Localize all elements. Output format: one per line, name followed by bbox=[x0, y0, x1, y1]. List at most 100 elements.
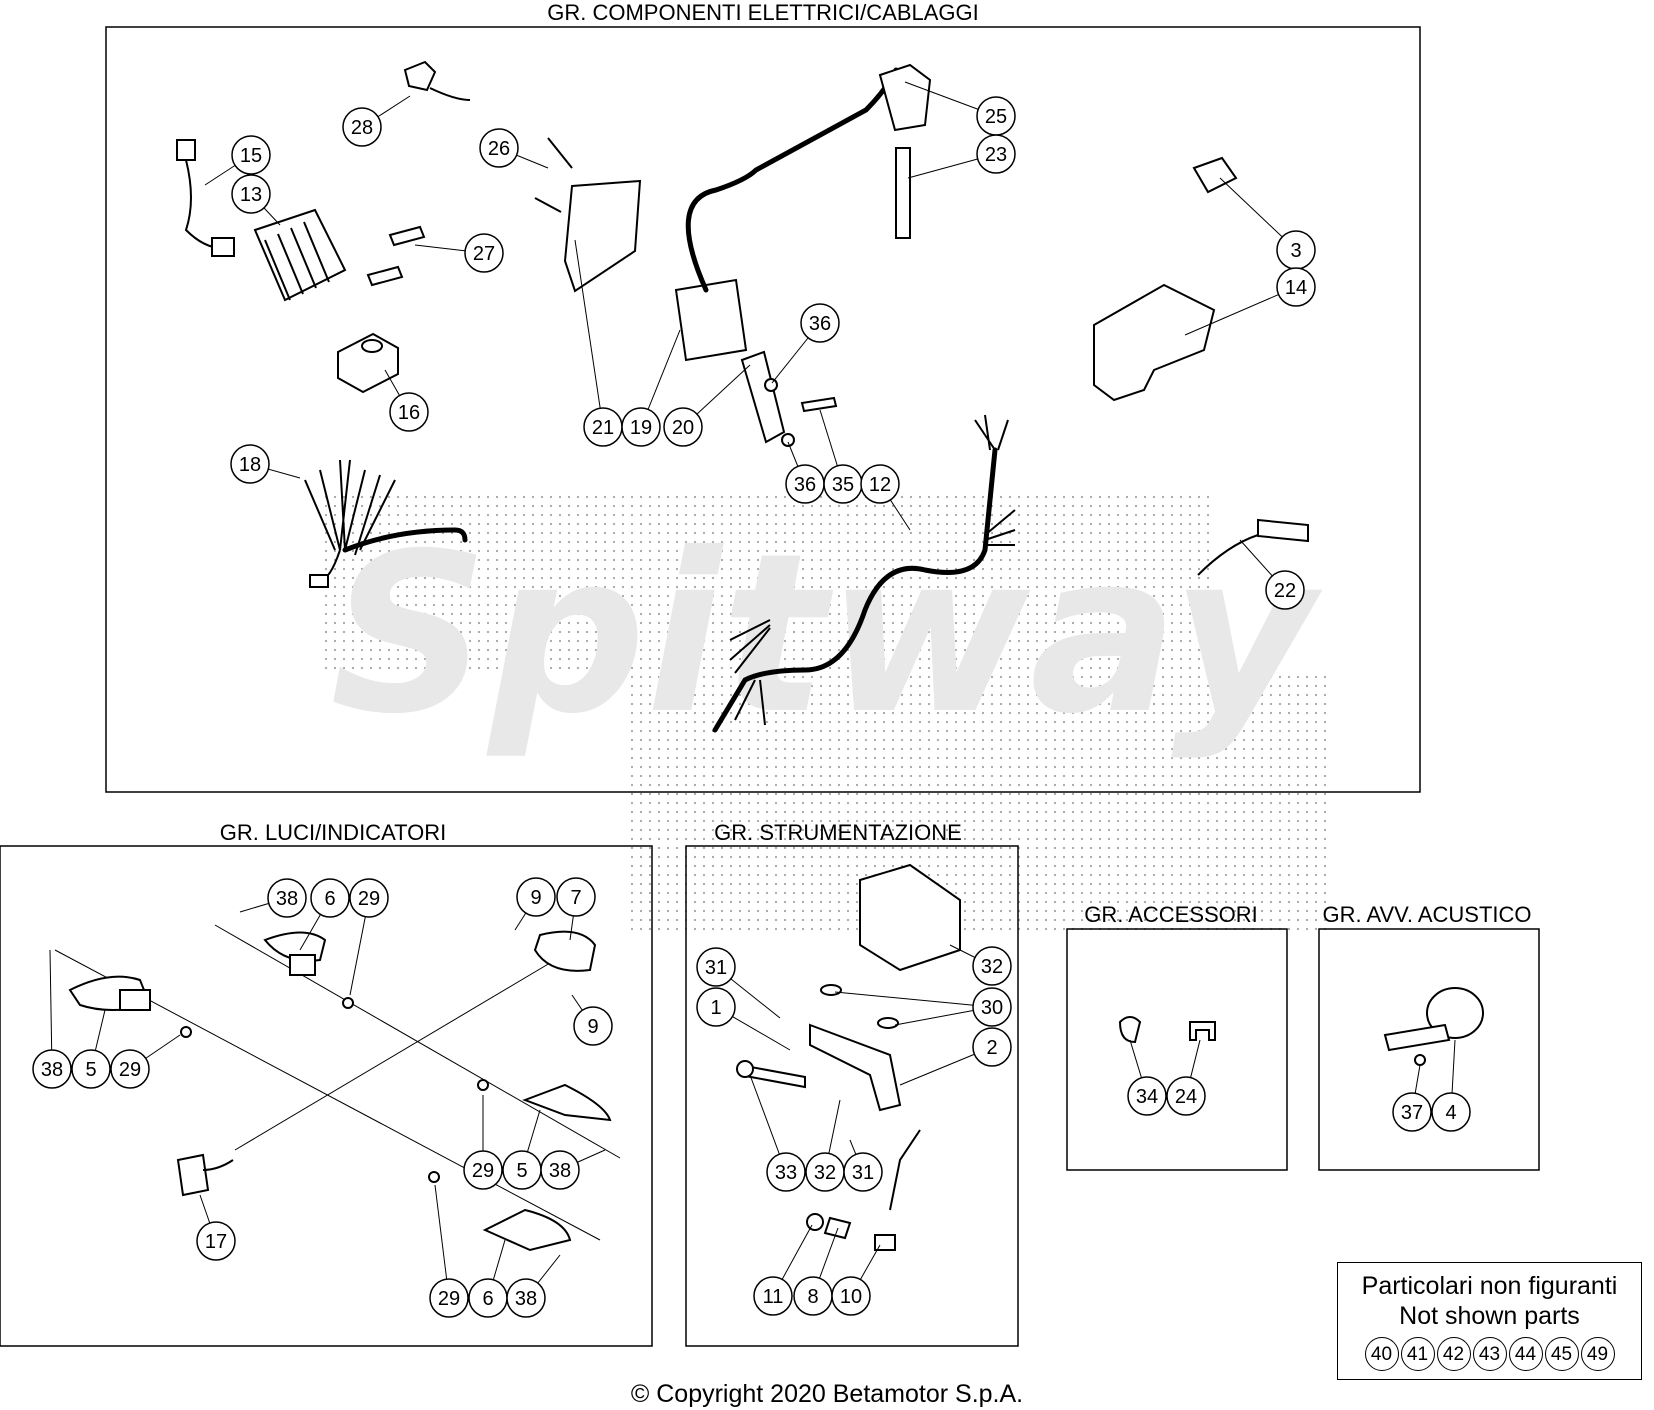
callout-circle bbox=[663, 407, 703, 447]
callout-circle bbox=[230, 444, 270, 484]
callout-number: 32 bbox=[981, 956, 1003, 978]
callout-number: 9 bbox=[587, 1016, 598, 1038]
callout-number: 7 bbox=[570, 887, 581, 909]
callout-circle bbox=[1127, 1076, 1167, 1116]
lights-group-box bbox=[0, 845, 653, 1347]
callout-circle bbox=[196, 1221, 236, 1261]
not-shown-number: 45 bbox=[1544, 1337, 1579, 1371]
callout-number: 18 bbox=[239, 454, 261, 476]
callout-circle bbox=[110, 1049, 150, 1089]
callout-number: 1 bbox=[710, 997, 721, 1019]
callout-circle bbox=[1431, 1092, 1471, 1132]
callout-number: 36 bbox=[794, 474, 816, 496]
not-shown-number: 49 bbox=[1580, 1337, 1615, 1371]
callout-circle bbox=[972, 987, 1012, 1027]
callout-circle bbox=[32, 1049, 72, 1089]
callout-number: 21 bbox=[592, 417, 614, 439]
callout-circle bbox=[231, 135, 271, 175]
copyright-text: © Copyright 2020 Betamotor S.p.A. bbox=[630, 1380, 1024, 1408]
callout-number: 12 bbox=[869, 474, 891, 496]
callout-number: 13 bbox=[240, 184, 262, 206]
lights-group-title: GR. LUCI/INDICATORI bbox=[220, 820, 447, 845]
callout-number: 4 bbox=[1445, 1102, 1456, 1124]
callout-number: 31 bbox=[705, 957, 727, 979]
callout-number: 11 bbox=[763, 1286, 784, 1308]
callout-circle bbox=[342, 107, 382, 147]
electrical-group-box bbox=[105, 26, 1421, 793]
callout-number: 17 bbox=[205, 1231, 227, 1253]
callout-number: 2 bbox=[986, 1037, 997, 1059]
callout-number: 22 bbox=[1274, 580, 1296, 602]
callout-number: 29 bbox=[472, 1160, 494, 1182]
callout-circle bbox=[766, 1152, 806, 1192]
not-shown-number: 42 bbox=[1436, 1337, 1471, 1371]
watermark: Spitway bbox=[320, 495, 1330, 930]
callout-circle bbox=[429, 1278, 469, 1318]
callout-circle bbox=[696, 987, 736, 1027]
callout-number: 29 bbox=[119, 1059, 141, 1081]
callout-circle bbox=[621, 407, 661, 447]
callout-number: 5 bbox=[85, 1059, 96, 1081]
accessories-group-title: GR. ACCESSORI bbox=[1084, 902, 1258, 927]
callout-number: 35 bbox=[832, 474, 854, 496]
callout-leader bbox=[574, 239, 604, 428]
callout-circle bbox=[1276, 267, 1316, 307]
callout-circle bbox=[972, 946, 1012, 986]
not-shown-title-en: Not shown parts bbox=[1399, 1302, 1580, 1330]
callout-number: 3 bbox=[1290, 240, 1301, 262]
callout-circle bbox=[71, 1049, 111, 1089]
accessories-group-box bbox=[1066, 928, 1288, 1171]
callout-number: 20 bbox=[672, 417, 694, 439]
callout-number: 10 bbox=[840, 1286, 862, 1308]
callout-circle bbox=[463, 1150, 503, 1190]
accessories-parts-drawing bbox=[1118, 1016, 1216, 1044]
horn-group-title: GR. AVV. ACUSTICO bbox=[1322, 902, 1531, 927]
callout-leader bbox=[49, 949, 53, 1070]
callout-number: 29 bbox=[438, 1288, 460, 1310]
callout-circle bbox=[540, 1150, 580, 1190]
callout-number: 9 bbox=[530, 887, 541, 909]
callout-number: 23 bbox=[985, 144, 1007, 166]
callout-number: 30 bbox=[981, 997, 1003, 1019]
callout-number: 37 bbox=[1401, 1102, 1423, 1124]
lights-parts-drawing bbox=[54, 924, 621, 1252]
callout-number: 32 bbox=[814, 1162, 836, 1184]
callout-number: 24 bbox=[1175, 1086, 1197, 1108]
callout-number: 6 bbox=[482, 1288, 493, 1310]
callout-circle bbox=[860, 464, 900, 504]
electrical-group-title: GR. COMPONENTI ELETTRICI/CABLAGGI bbox=[547, 0, 979, 25]
callout-number: 33 bbox=[775, 1162, 797, 1184]
callout-circle bbox=[310, 878, 350, 918]
callout-circle bbox=[976, 134, 1016, 174]
instruments-parts-drawing bbox=[736, 863, 961, 1251]
callout-number: 28 bbox=[351, 117, 373, 139]
horn-parts-drawing bbox=[1383, 987, 1484, 1066]
callout-number: 38 bbox=[276, 888, 298, 910]
callout-circle bbox=[1166, 1076, 1206, 1116]
not-shown-number: 43 bbox=[1472, 1337, 1507, 1371]
callout-number: 34 bbox=[1136, 1086, 1158, 1108]
callout-circle bbox=[753, 1276, 793, 1316]
not-shown-number: 44 bbox=[1508, 1337, 1543, 1371]
not-shown-title-it: Particolari non figuranti bbox=[1361, 1272, 1618, 1300]
callout-number: 38 bbox=[41, 1059, 63, 1081]
callout-number: 38 bbox=[549, 1160, 571, 1182]
callout-circle bbox=[972, 1027, 1012, 1067]
callout-circle bbox=[349, 878, 389, 918]
callout-leader bbox=[834, 991, 993, 1008]
watermark-text: Spitway bbox=[330, 506, 1323, 762]
callout-circle bbox=[831, 1276, 871, 1316]
callout-number: 29 bbox=[358, 888, 380, 910]
callout-number: 16 bbox=[398, 402, 420, 424]
not-shown-parts-box: Particolari non figuranti Not shown part… bbox=[1337, 1262, 1642, 1380]
callout-circle bbox=[389, 392, 429, 432]
callout-number: 6 bbox=[324, 888, 335, 910]
callout-circle bbox=[800, 303, 840, 343]
callout-number: 27 bbox=[473, 243, 495, 265]
callout-leader bbox=[1184, 286, 1297, 336]
instruments-group-title: GR. STRUMENTAZIONE bbox=[714, 820, 962, 845]
callout-circle bbox=[843, 1152, 883, 1192]
